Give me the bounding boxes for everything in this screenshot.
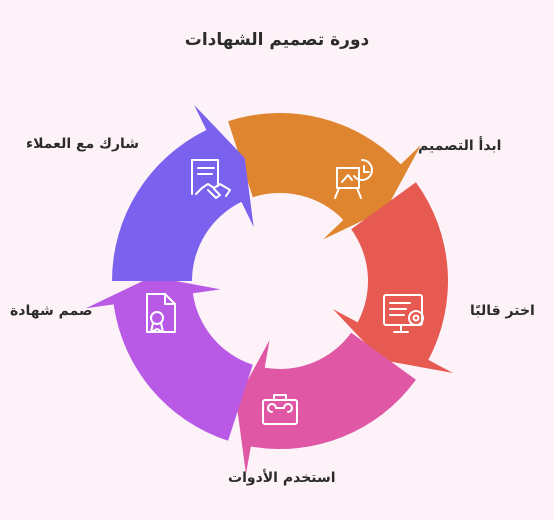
segment-choose-template: [332, 182, 454, 374]
step-label-choose-template: اختر قالبًا: [470, 303, 535, 319]
step-label-design-certificate: صمم شهادة: [10, 303, 93, 319]
step-label-share-clients: شارك مع العملاء: [26, 136, 140, 152]
handshake-document-icon: [191, 159, 231, 199]
toolbox-icon: [262, 394, 298, 425]
segment-share-clients: [112, 104, 254, 281]
certificate-template-icon: [383, 294, 424, 333]
segment-design-certificate: [85, 276, 253, 441]
step-label-start-design: ابدأ التصميم: [418, 138, 502, 154]
diagram-title: دورة تصميم الشهادات: [184, 30, 370, 50]
segment-use-tools: [236, 332, 416, 475]
document-award-icon: [146, 293, 176, 333]
step-label-use-tools: استخدم الأدوات: [228, 470, 336, 486]
presentation-board-icon: [334, 159, 373, 199]
segment-start-design: [228, 113, 421, 240]
